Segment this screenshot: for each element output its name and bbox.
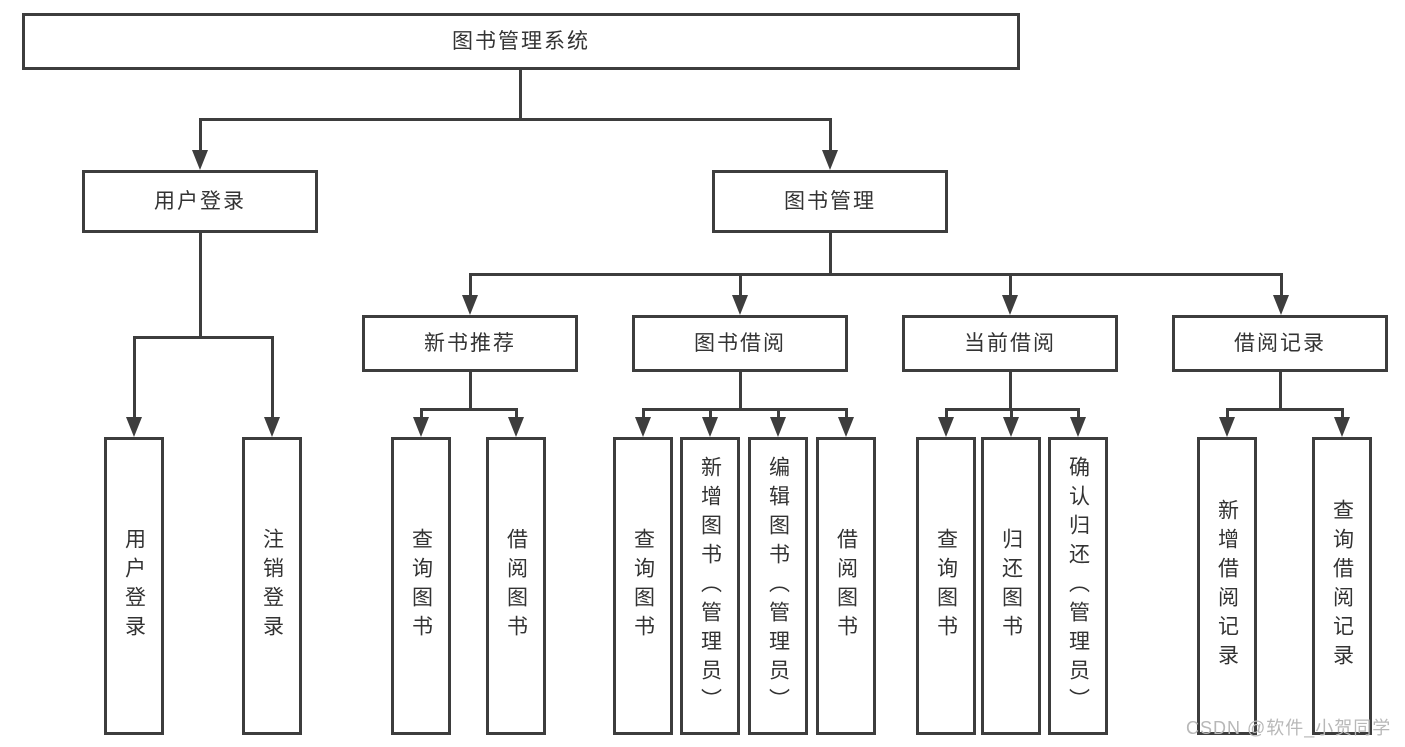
arrow-down-icon <box>1334 417 1350 437</box>
connector-vline <box>469 273 472 295</box>
connector-vline <box>1077 408 1080 417</box>
arrow-down-icon <box>1003 417 1019 437</box>
connector-vline <box>1010 408 1013 417</box>
arrow-down-icon <box>732 295 748 315</box>
connector-vline <box>1341 408 1344 417</box>
connector-hline <box>420 408 517 411</box>
connector-vline <box>829 118 832 150</box>
node-label: 借阅图书 <box>504 528 528 644</box>
connector-vline <box>709 408 712 417</box>
node-label: 用户登录 <box>154 189 246 213</box>
node-label: 注销登录 <box>260 528 284 644</box>
node-add-borrow-record: 新增借阅记录 <box>1197 437 1257 735</box>
arrow-down-icon <box>413 417 429 437</box>
node-return-books: 归还图书 <box>981 437 1041 735</box>
connector-hline <box>469 273 1283 276</box>
connector-vline <box>1280 273 1283 295</box>
arrow-down-icon <box>635 417 651 437</box>
arrow-down-icon <box>1002 295 1018 315</box>
node-label: 借阅记录 <box>1234 331 1326 355</box>
node-book-management: 图书管理 <box>712 170 948 233</box>
connector-hline <box>199 118 832 121</box>
connector-vline <box>469 372 472 408</box>
node-label: 新增图书（管理员） <box>698 455 722 717</box>
node-confirm-return-admin: 确认归还（管理员） <box>1048 437 1108 735</box>
arrow-down-icon <box>770 417 786 437</box>
connector-vline <box>739 372 742 408</box>
node-label: 图书管理系统 <box>452 29 590 53</box>
node-recommend-query-books: 查询图书 <box>391 437 451 735</box>
node-current-query-books: 查询图书 <box>916 437 976 735</box>
arrow-down-icon <box>1219 417 1235 437</box>
arrow-down-icon <box>1273 295 1289 315</box>
connector-vline <box>642 408 645 417</box>
connector-vline <box>420 408 423 417</box>
arrow-down-icon <box>822 150 838 170</box>
node-recommend-borrow-books: 借阅图书 <box>486 437 546 735</box>
arrow-down-icon <box>508 417 524 437</box>
node-label: 归还图书 <box>999 528 1023 644</box>
arrow-down-icon <box>126 417 142 437</box>
node-library-management-system: 图书管理系统 <box>22 13 1020 70</box>
node-current-borrowing: 当前借阅 <box>902 315 1118 372</box>
node-add-books-admin: 新增图书（管理员） <box>680 437 740 735</box>
node-label: 查询图书 <box>934 528 958 644</box>
connector-vline <box>1009 372 1012 408</box>
connector-vline <box>945 408 948 417</box>
node-borrowing-borrow-books: 借阅图书 <box>816 437 876 735</box>
arrow-down-icon <box>838 417 854 437</box>
connector-vline <box>1226 408 1229 417</box>
connector-vline <box>829 233 832 273</box>
node-borrowing-records: 借阅记录 <box>1172 315 1388 372</box>
connector-vline <box>777 408 780 417</box>
connector-hline <box>1226 408 1343 411</box>
connector-vline <box>199 233 202 336</box>
node-label: 查询图书 <box>631 528 655 644</box>
node-edit-books-admin: 编辑图书（管理员） <box>748 437 808 735</box>
connector-vline <box>133 336 136 417</box>
node-label: 新增借阅记录 <box>1215 499 1239 673</box>
arrow-down-icon <box>938 417 954 437</box>
node-label: 确认归还（管理员） <box>1066 455 1090 717</box>
connector-vline <box>515 408 518 417</box>
node-user-login: 用户登录 <box>82 170 318 233</box>
node-label: 图书借阅 <box>694 331 786 355</box>
node-user-login-leaf: 用户登录 <box>104 437 164 735</box>
arrow-down-icon <box>1070 417 1086 437</box>
node-query-borrow-record: 查询借阅记录 <box>1312 437 1372 735</box>
node-borrowing-query-books: 查询图书 <box>613 437 673 735</box>
node-logout: 注销登录 <box>242 437 302 735</box>
connector-vline <box>1009 273 1012 295</box>
connector-vline <box>845 408 848 417</box>
node-label: 查询图书 <box>409 528 433 644</box>
arrow-down-icon <box>702 417 718 437</box>
node-label: 当前借阅 <box>964 331 1056 355</box>
node-label: 借阅图书 <box>834 528 858 644</box>
connector-vline <box>739 273 742 295</box>
csdn-watermark: CSDN @软件_小贺同学 <box>1186 718 1392 738</box>
arrow-down-icon <box>462 295 478 315</box>
connector-vline <box>519 70 522 118</box>
node-label: 新书推荐 <box>424 331 516 355</box>
connector-vline <box>1279 372 1282 408</box>
node-book-borrowing: 图书借阅 <box>632 315 848 372</box>
connector-vline <box>199 118 202 150</box>
connector-hline <box>133 336 274 339</box>
arrow-down-icon <box>264 417 280 437</box>
connector-hline <box>642 408 847 411</box>
node-label: 查询借阅记录 <box>1330 499 1354 673</box>
connector-vline <box>271 336 274 417</box>
node-label: 编辑图书（管理员） <box>766 455 790 717</box>
arrow-down-icon <box>192 150 208 170</box>
node-new-book-recommendation: 新书推荐 <box>362 315 578 372</box>
node-label: 图书管理 <box>784 189 876 213</box>
node-label: 用户登录 <box>122 528 146 644</box>
